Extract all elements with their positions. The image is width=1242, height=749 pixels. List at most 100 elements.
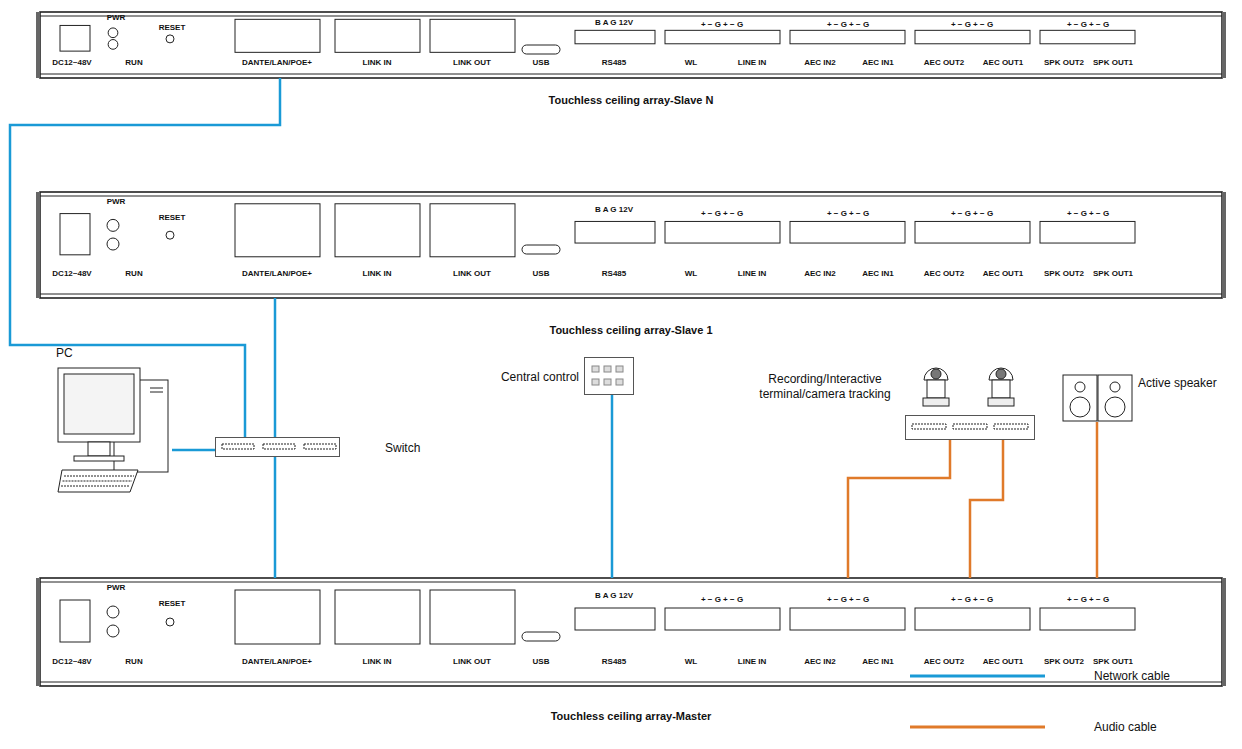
port-label: SPK OUT2 (1044, 658, 1084, 666)
panel-drawing (36, 12, 1226, 78)
port-label: + − G + − G (951, 21, 993, 29)
port-label: + − G + − G (1067, 596, 1109, 604)
port-label: LINE IN (738, 270, 766, 278)
port-label: RUN (125, 658, 142, 666)
port-label: SPK OUT1 (1093, 59, 1133, 67)
port-label: AEC IN2 (804, 270, 836, 278)
port-label: USB (533, 59, 550, 67)
audio-cable (848, 440, 950, 578)
port-label: LINK OUT (453, 270, 491, 278)
port-label: LINK OUT (453, 59, 491, 67)
port-label: WL (685, 658, 697, 666)
port-label: LINE IN (738, 59, 766, 67)
port-label: RESET (159, 600, 186, 608)
port-label: DC12~48V (52, 270, 91, 278)
port-label: + − G + − G (701, 210, 743, 218)
port-label: AEC OUT2 (924, 658, 964, 666)
device-label: PC (56, 346, 73, 361)
port-label: SPK OUT2 (1044, 59, 1084, 67)
port-label: PWR (107, 14, 126, 22)
device-label: Recording/Interactive terminal/camera tr… (750, 372, 900, 402)
network-cable (274, 298, 277, 437)
active-speaker: Active speaker (1062, 374, 1134, 422)
port-label: RS485 (602, 59, 626, 67)
port-label: + − G + − G (1067, 210, 1109, 218)
port-label: WL (685, 270, 697, 278)
terminal-drawing (912, 368, 1028, 429)
legend-label: Audio cable (1094, 720, 1157, 734)
port-label: PWR (107, 198, 126, 206)
network-cable (10, 78, 280, 437)
port-label: USB (533, 270, 550, 278)
legend-label: Network cable (1094, 669, 1170, 683)
control-keys (592, 366, 623, 385)
audio-cable (970, 440, 1003, 578)
port-label: + − G + − G (827, 596, 869, 604)
port-label: RUN (125, 59, 142, 67)
port-label: RUN (125, 270, 142, 278)
tracking-camera (923, 368, 949, 406)
port-label: DANTE/LAN/POE+ (242, 658, 312, 666)
panel-caption: Touchless ceiling array-Slave 1 (549, 324, 712, 338)
port-label: LINK IN (363, 59, 392, 67)
panel-drawing (36, 192, 1226, 298)
device-label: Active speaker (1138, 376, 1217, 391)
port-label: + − G + − G (951, 210, 993, 218)
port-label: + − G + − G (1067, 21, 1109, 29)
port-label: PWR (107, 584, 126, 592)
panel-caption: Touchless ceiling array-Master (551, 710, 712, 724)
port-label: AEC OUT1 (983, 59, 1023, 67)
port-label: LINK IN (363, 270, 392, 278)
port-label: LINE IN (738, 658, 766, 666)
speaker-drawing (1063, 375, 1132, 421)
port-label: B A G 12V (595, 206, 633, 214)
port-label: + − G + − G (827, 21, 869, 29)
pc-icon: PC (56, 366, 172, 494)
port-label: DANTE/LAN/POE+ (242, 59, 312, 67)
port-label: + − G + − G (827, 210, 869, 218)
tracking-camera (988, 368, 1014, 406)
port-label: AEC OUT1 (983, 270, 1023, 278)
port-label: USB (533, 658, 550, 666)
port-label: LINK IN (363, 658, 392, 666)
audio-cable (1096, 422, 1099, 578)
port-label: AEC IN1 (862, 59, 894, 67)
port-label: WL (685, 59, 697, 67)
device-label: Central control (501, 370, 579, 385)
port-label: DC12~48V (52, 59, 91, 67)
port-label: RESET (159, 214, 186, 222)
port-label: DANTE/LAN/POE+ (242, 270, 312, 278)
recording-terminal: Recording/Interactive terminal/camera tr… (905, 415, 1035, 440)
port-label: + − G + − G (701, 21, 743, 29)
port-label: AEC OUT2 (924, 59, 964, 67)
port-label: SPK OUT1 (1093, 270, 1133, 278)
panel-drawing (36, 578, 1226, 686)
port-label: RS485 (602, 270, 626, 278)
panel-caption: Touchless ceiling array-Slave N (549, 94, 714, 108)
central-control: Central control (584, 357, 634, 395)
port-label: SPK OUT2 (1044, 270, 1084, 278)
port-label: DC12~48V (52, 658, 91, 666)
port-label: AEC IN1 (862, 270, 894, 278)
port-label: B A G 12V (595, 19, 633, 27)
port-label: AEC IN2 (804, 59, 836, 67)
port-label: SPK OUT1 (1093, 658, 1133, 666)
device-label: Switch (385, 441, 420, 456)
port-label: RS485 (602, 658, 626, 666)
network-cable (274, 457, 277, 578)
port-label: B A G 12V (595, 592, 633, 600)
network-cable (611, 395, 614, 578)
legend-sample (910, 675, 1045, 678)
network-switch: Switch (215, 437, 340, 457)
network-cable (172, 449, 215, 452)
port-label: AEC OUT2 (924, 270, 964, 278)
port-label: AEC IN2 (804, 658, 836, 666)
pc-drawing (58, 368, 168, 492)
port-label: AEC OUT1 (983, 658, 1023, 666)
port-label: RESET (159, 24, 186, 32)
port-label: + − G + − G (701, 596, 743, 604)
port-label: LINK OUT (453, 658, 491, 666)
port-label: AEC IN1 (862, 658, 894, 666)
